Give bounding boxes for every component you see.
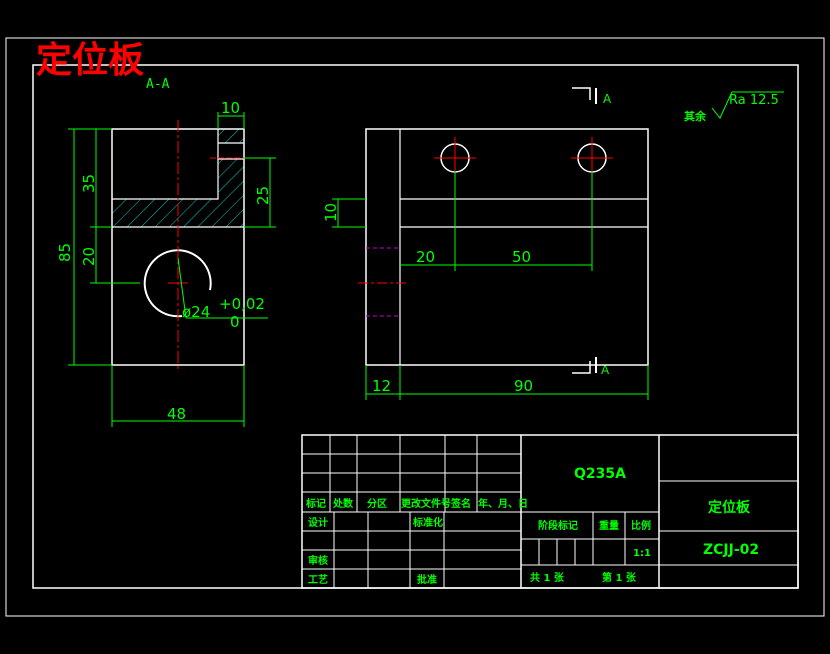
drawing-title: 定位板: [36, 39, 144, 81]
tb-row-biaozhunhua: 标准化: [412, 516, 443, 529]
tb-sheet-no: 第 1 张: [602, 571, 637, 584]
front-view: A A 其余 Ra 12.5 10 20 50: [322, 87, 784, 400]
tb-part-name: 定位板: [708, 499, 751, 516]
dim-section-48: 48: [167, 405, 186, 423]
dim-front-10: 10: [322, 203, 340, 222]
tb-scale-label: 比例: [631, 519, 651, 532]
tb-row-shenhe: 审核: [308, 554, 328, 567]
roughness-value: Ra 12.5: [729, 93, 779, 108]
dim-front-50: 50: [512, 248, 531, 266]
tb-header-chushu: 处数: [332, 497, 354, 510]
dim-front-90: 90: [514, 377, 533, 395]
dim-section-25: 25: [254, 186, 272, 205]
hole-arc: [143, 249, 212, 318]
tb-header-qianming: 签名: [450, 497, 471, 510]
dim-hole-tol-upper: +0,02: [219, 295, 265, 313]
tb-part-code: ZCJJ-02: [703, 542, 759, 558]
outer-border: [5, 37, 825, 617]
tb-stage-label: 阶段标记: [538, 519, 578, 532]
section-view: 10 85 35 20 25 ø24 +0,02 0 48: [56, 99, 276, 427]
tb-header-fenqu: 分区: [367, 497, 387, 510]
roughness-symbol: [711, 91, 784, 119]
tb-header-gengai: 更改文件号: [401, 497, 451, 510]
dim-hole-diameter: ø24: [182, 303, 210, 321]
section-label: A-A: [146, 77, 170, 92]
tb-material: Q235A: [574, 466, 626, 482]
tb-weight-label: 重量: [599, 519, 619, 532]
dim-hole-tol-lower: 0: [230, 313, 240, 331]
roughness-prefix: 其余: [684, 109, 707, 123]
dim-front-20: 20: [416, 248, 435, 266]
tb-row-pizhun: 批准: [417, 573, 437, 586]
tb-header-biaoji: 标记: [305, 497, 326, 510]
section-arrow-top: A: [603, 92, 612, 106]
dim-front-12: 12: [372, 377, 391, 395]
front-outline: [365, 128, 649, 366]
hatch-top-right: [218, 129, 244, 199]
tb-header-date: 年、月、日: [478, 497, 528, 510]
tb-row-sheji: 设计: [308, 516, 328, 529]
dim-section-85: 85: [56, 243, 74, 262]
title-block: [301, 434, 799, 589]
section-arrow-bottom: A: [601, 363, 610, 377]
tb-scale-value: 1:1: [633, 548, 651, 559]
dim-section-10: 10: [221, 99, 240, 117]
tb-row-gongyi: 工艺: [308, 573, 328, 586]
dim-section-20: 20: [80, 247, 98, 266]
tb-sheets-total: 共 1 张: [530, 571, 565, 584]
dim-section-35: 35: [80, 174, 98, 193]
